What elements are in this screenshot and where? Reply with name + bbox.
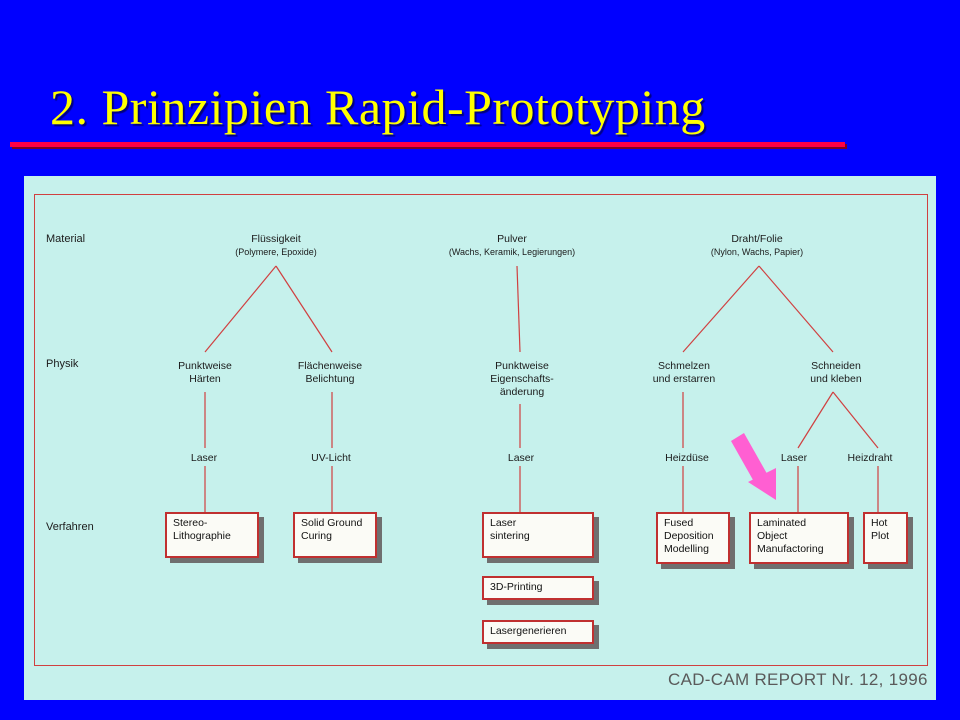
process-laser-sintering: Laser sintering: [482, 512, 594, 558]
edge-schneiden-laser: [797, 391, 834, 449]
physik-schmelzen: Schmelzen und erstarren: [652, 360, 716, 385]
material-powder-sub: (Wachs, Keramik, Legierungen): [448, 247, 576, 257]
diagram-frame: [34, 194, 928, 666]
material-powder: Pulver (Wachs, Keramik, Legierungen): [449, 233, 575, 259]
material-liquid-sub: (Polymere, Epoxide): [235, 247, 317, 257]
slide-title: 2. Prinzipien Rapid-Prototyping: [50, 79, 706, 135]
row-label-material: Material: [46, 233, 86, 245]
edge-liquid-haerten: [204, 265, 277, 353]
process-laminated-object-manufactoring: Laminated Object Manufactoring: [749, 512, 849, 564]
source-footer: CAD-CAM REPORT Nr. 12, 1996: [668, 670, 928, 689]
material-wire-name: Draht/Folie: [731, 233, 783, 245]
diagram-panel: [24, 176, 936, 700]
process-stereo-lithographie: Stereo- Lithographie: [165, 512, 259, 558]
process-solid-ground-curing: Solid Ground Curing: [293, 512, 377, 558]
title-underline: [10, 142, 845, 147]
material-wire-sub: (Nylon, Wachs, Papier): [710, 247, 804, 257]
edge-schneiden-heizdraht: [832, 391, 879, 449]
process-hot-plot: Hot Plot: [863, 512, 908, 564]
process-3d-printing: 3D-Printing: [482, 576, 594, 600]
edge-wire-schneiden: [758, 265, 834, 353]
edge-powder-eigenschaft: [516, 265, 521, 353]
material-wire: Draht/Folie (Nylon, Wachs, Papier): [711, 233, 803, 259]
edge-wire-schmelzen: [682, 265, 760, 353]
row-label-physik: Physik: [46, 358, 79, 370]
material-powder-name: Pulver: [497, 233, 527, 245]
physik-punktweise-haerten: Punktweise Härten: [178, 360, 232, 385]
tool-laser-1: Laser: [190, 452, 218, 464]
row-label-verfahren: Verfahren: [46, 521, 94, 533]
physik-flaechenweise-belichtung: Flächenweise Belichtung: [297, 360, 363, 385]
material-liquid: Flüssigkeit (Polymere, Epoxide): [235, 233, 317, 259]
tool-heizduese: Heizdüse: [665, 452, 709, 464]
tool-heizdraht: Heizdraht: [847, 452, 893, 464]
tool-uv-licht: UV-Licht: [311, 452, 351, 464]
process-lasergenerieren: Lasergenerieren: [482, 620, 594, 644]
physik-eigenschaftsaenderung: Punktweise Eigenschafts- änderung: [490, 360, 554, 398]
material-liquid-name: Flüssigkeit: [251, 233, 301, 245]
arrow-down-right-icon: [731, 433, 776, 500]
process-fused-deposition-modelling: Fused Deposition Modelling: [656, 512, 730, 564]
physik-schneiden: Schneiden und kleben: [810, 360, 862, 385]
tool-laser-2: Laser: [507, 452, 535, 464]
edge-liquid-belichtung: [275, 265, 333, 353]
tool-laser-3: Laser: [780, 452, 808, 464]
